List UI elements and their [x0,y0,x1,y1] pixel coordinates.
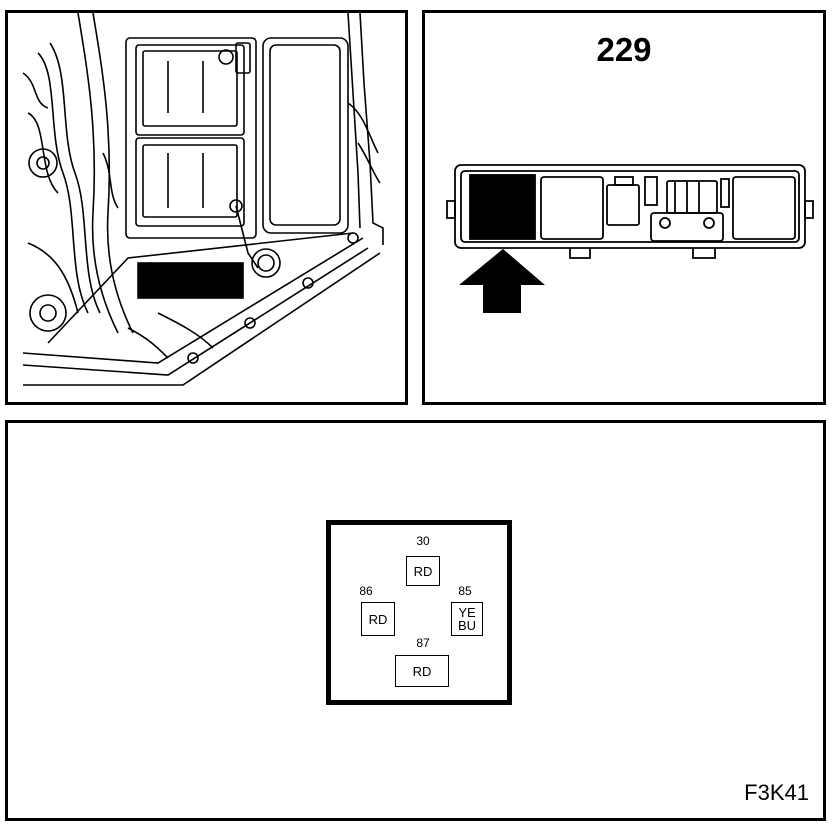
fuse-box-panel: 229 [422,10,826,405]
pin-85-color: YE BU [451,602,483,636]
pin-85-number: 85 [458,584,472,598]
pin-85-color-line1: YE [458,605,476,620]
pointer-arrow-icon [459,249,545,313]
pin-87-color: RD [395,655,449,687]
engine-compartment-drawing [22,13,384,386]
figure-code: F3K41 [744,780,809,805]
pin-86-color: RD [361,602,395,636]
relay-connector-panel: 30 RD 86 RD 85 YE BU 87 RD F3K41 [5,420,826,821]
relay-connector: 30 RD 86 RD 85 YE BU 87 RD [326,520,512,705]
pin-30-color-label: RD [413,563,433,579]
engine-compartment-panel [5,10,408,405]
pin-30-number: 30 [416,534,430,548]
fuse-box-drawing [446,164,814,313]
pin-30-color: RD [406,556,440,586]
figure-number: 229 [596,31,652,68]
pin-87-color-label: RD [412,663,432,679]
pin-86-number: 86 [359,584,373,598]
pin-85-color-line2: BU [457,618,477,633]
pin-87-number: 87 [416,636,430,650]
pin-86-color-label: RD [368,611,388,627]
